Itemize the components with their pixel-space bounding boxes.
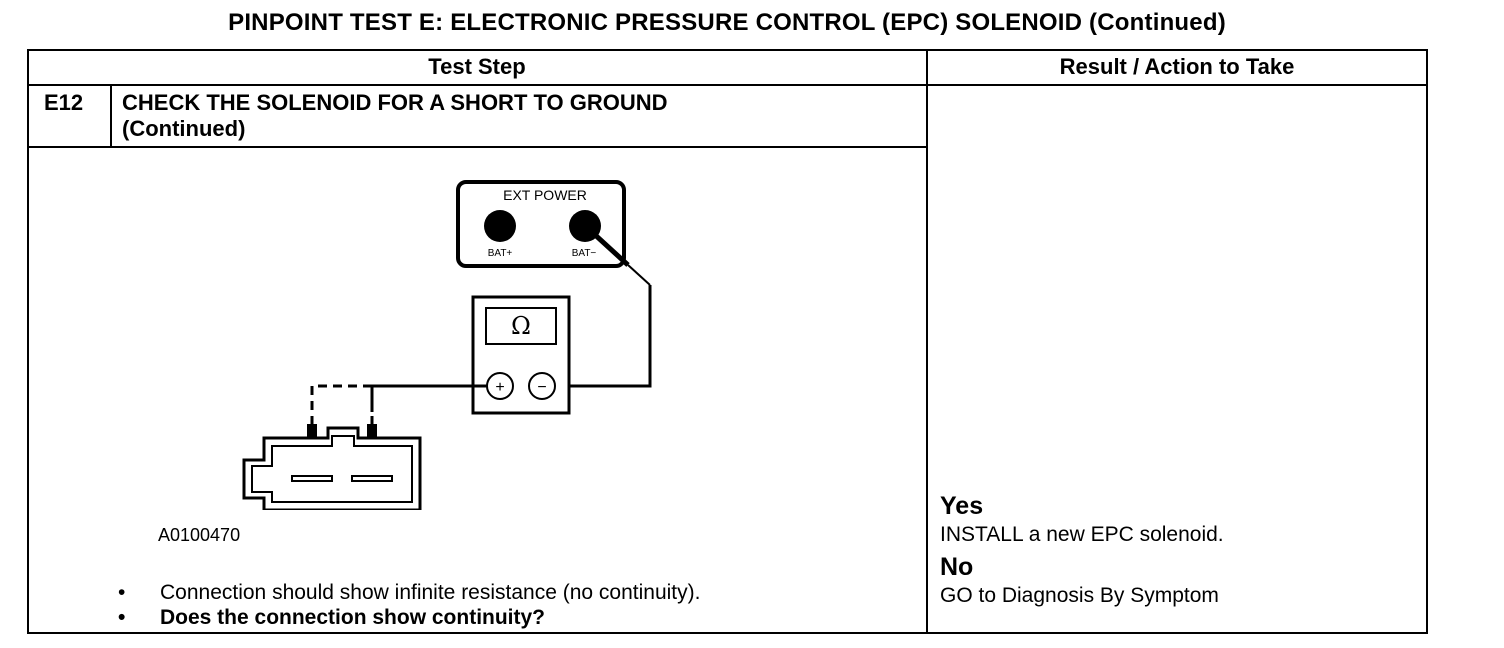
meter-minus-jack — [528, 372, 556, 400]
bullet-text: Connection should show infinite resistan… — [160, 581, 701, 604]
column-divider — [926, 49, 928, 634]
step-id-divider — [110, 84, 112, 147]
connector-pin-left — [291, 475, 333, 482]
header-divider — [27, 84, 1428, 86]
list-item: • Does the connection show continuity? — [118, 606, 546, 629]
step-title-line1: CHECK THE SOLENOID FOR A SHORT TO GROUND — [122, 90, 668, 115]
step-title-line2: (Continued) — [122, 116, 246, 141]
page-title: PINPOINT TEST E: ELECTRONIC PRESSURE CON… — [228, 9, 1226, 36]
ohmmeter-display — [485, 307, 557, 345]
step-title: CHECK THE SOLENOID FOR A SHORT TO GROUND… — [122, 90, 668, 142]
test-table — [27, 49, 1428, 634]
step-title-divider — [27, 146, 928, 148]
negative-lead-wire — [555, 285, 652, 388]
step-id: E12 — [44, 90, 84, 115]
result-yes: Yes INSTALL a new EPC solenoid. — [940, 492, 1224, 547]
figure-id: A0100470 — [158, 525, 241, 545]
dashed-alternate-lead — [310, 384, 372, 424]
yes-label: Yes — [940, 492, 984, 520]
positive-lead-wire — [370, 384, 487, 412]
ohm-symbol: Ω — [511, 312, 531, 340]
yes-action: INSTALL a new EPC solenoid. — [940, 523, 1224, 546]
list-item: • Connection should show infinite resist… — [118, 581, 701, 604]
bat-pos-label: BAT+ — [488, 248, 513, 259]
header-test-step: Test Step — [428, 54, 526, 79]
meter-minus-label: − — [537, 379, 546, 396]
solenoid-connector — [242, 426, 422, 510]
ext-power-box — [456, 180, 626, 268]
no-label: No — [940, 553, 974, 581]
ohmmeter-diagram: EXT POWER BAT+ BAT− Ω + − — [242, 180, 652, 510]
ext-power-label: EXT POWER — [503, 187, 587, 203]
no-action: GO to Diagnosis By Symptom — [940, 584, 1219, 607]
bat-neg-label: BAT− — [572, 248, 597, 259]
step-instructions: • Connection should show infinite resist… — [118, 580, 700, 630]
result-no: No GO to Diagnosis By Symptom — [940, 553, 1219, 608]
bat-pos-terminal — [484, 210, 516, 242]
meter-plus-label: + — [495, 379, 504, 396]
header-result-action: Result / Action to Take — [1059, 54, 1295, 79]
connector-pin-right — [351, 475, 393, 482]
bullet-question: Does the connection show continuity? — [160, 606, 546, 629]
